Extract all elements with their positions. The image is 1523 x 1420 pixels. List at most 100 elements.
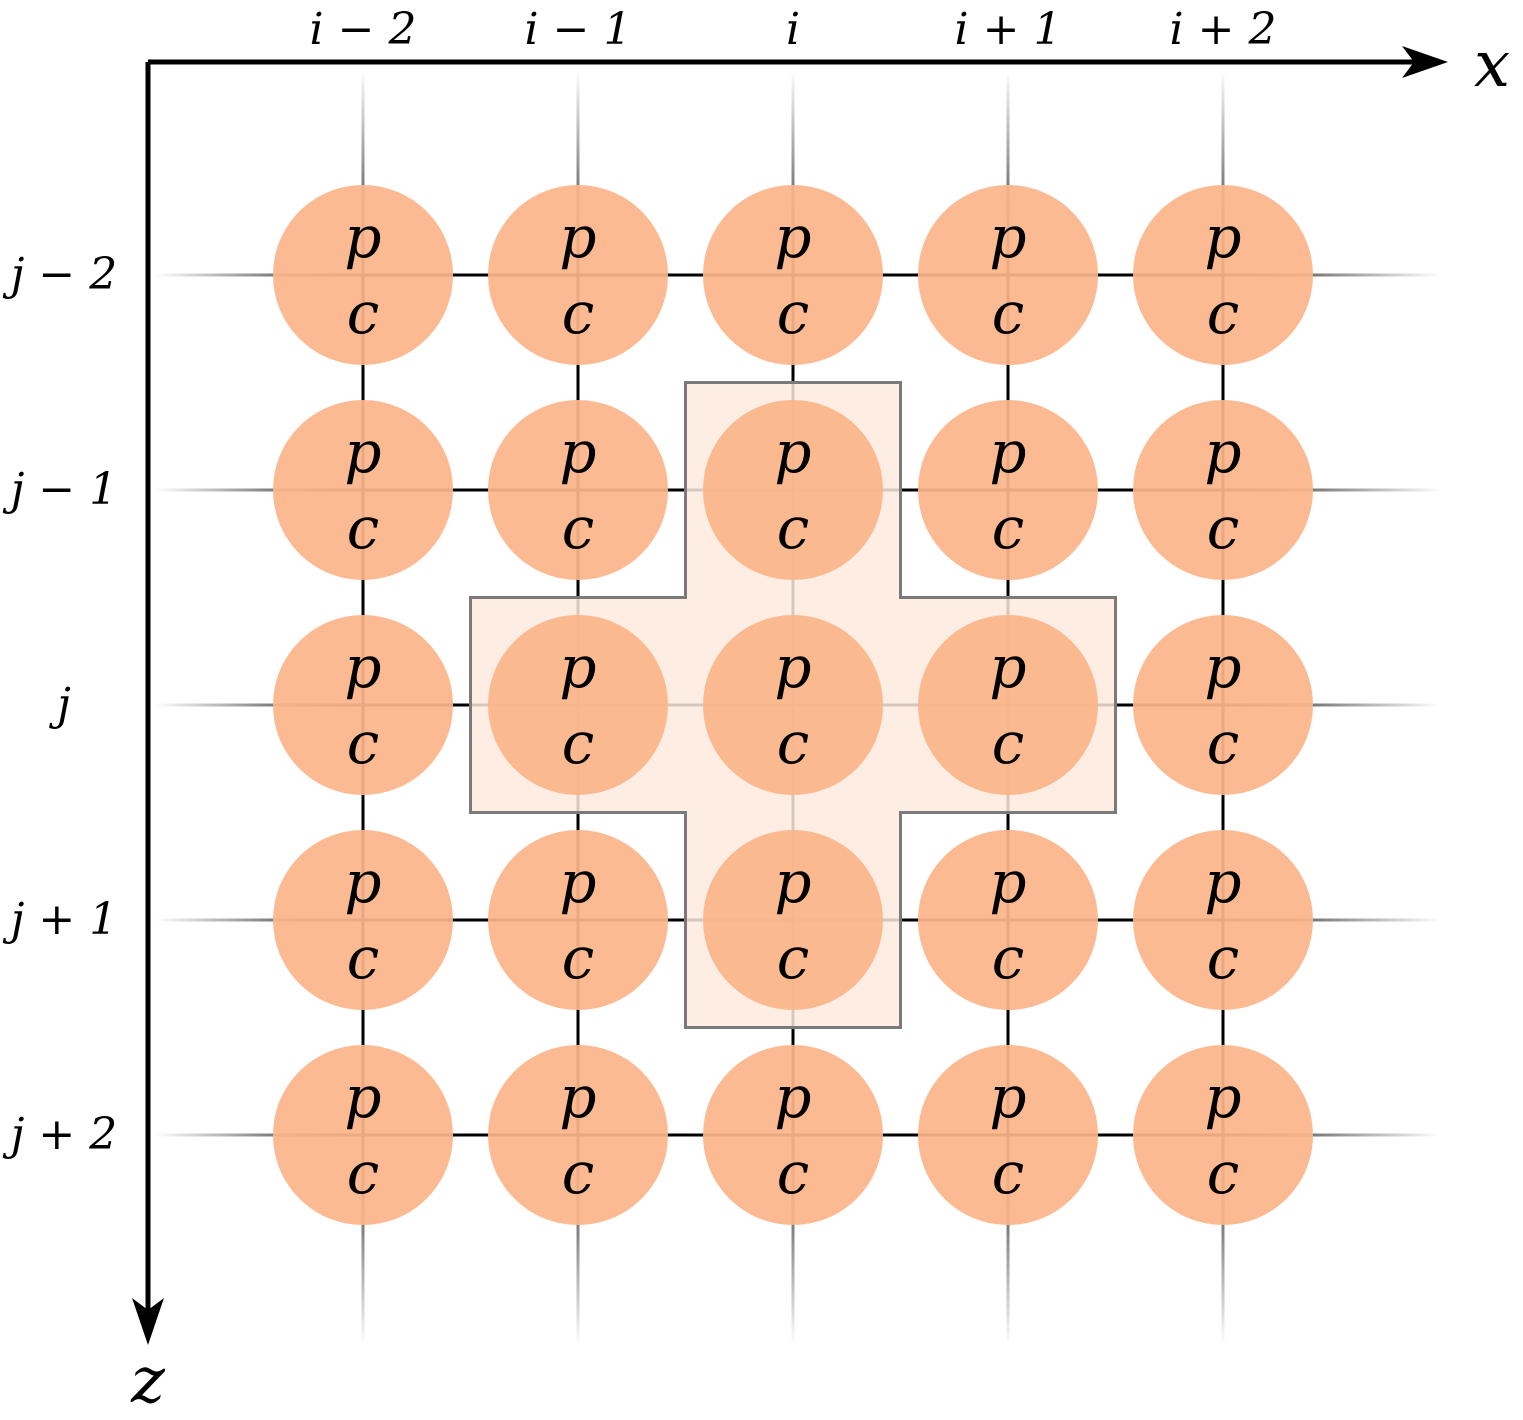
node-circle (918, 830, 1098, 1010)
grid-node: pc (1133, 185, 1313, 365)
row-index-label: j − 2 (2, 249, 117, 300)
nodes-layer: pcpcpcpcpcpcpcpcpcpcpcpcpcpcpcpcpcpcpcpc… (273, 185, 1313, 1225)
node-circle (703, 185, 883, 365)
node-pressure-symbol: p (344, 633, 381, 701)
node-pressure-symbol: p (559, 203, 596, 271)
node-circle (273, 615, 453, 795)
grid-node: pc (1133, 400, 1313, 580)
grid-node: pc (488, 615, 668, 795)
grid-line-horizontal-stub-right (1223, 273, 1440, 277)
node-pressure-symbol: p (774, 848, 811, 916)
z-axis-arrowhead (132, 1298, 164, 1345)
grid-line-vertical-stub-bottom (791, 1135, 795, 1345)
node-concentration-symbol: c (992, 709, 1024, 777)
node-circle (1133, 830, 1313, 1010)
node-concentration-symbol: c (1207, 279, 1239, 347)
node-concentration-symbol: c (992, 1139, 1024, 1207)
node-pressure-symbol: p (989, 1063, 1026, 1131)
row-index-label: j + 2 (2, 1109, 117, 1160)
node-concentration-symbol: c (562, 1139, 594, 1207)
node-circle (918, 185, 1098, 365)
grid-line-horizontal-stub-right (1223, 488, 1440, 492)
node-concentration-symbol: c (1207, 1139, 1239, 1207)
node-pressure-symbol: p (344, 1063, 381, 1131)
grid-node: pc (918, 1045, 1098, 1225)
x-axis-arrowhead (1402, 46, 1448, 78)
column-index-label: i + 1 (955, 4, 1062, 55)
column-index-label: i − 2 (310, 4, 417, 55)
grid-node: pc (273, 1045, 453, 1225)
grid-node: pc (488, 400, 668, 580)
grid-node: pc (703, 185, 883, 365)
node-concentration-symbol: c (347, 494, 379, 562)
grid-line-horizontal-stub-left (155, 703, 363, 707)
node-concentration-symbol: c (992, 924, 1024, 992)
grid-line-vertical-stub-bottom (1006, 1135, 1010, 1345)
node-concentration-symbol: c (347, 709, 379, 777)
grid-node: pc (703, 830, 883, 1010)
node-concentration-symbol: c (992, 494, 1024, 562)
node-pressure-symbol: p (989, 848, 1026, 916)
grid-line-vertical-stub-top (361, 70, 365, 275)
node-circle (273, 1045, 453, 1225)
node-concentration-symbol: c (347, 924, 379, 992)
node-concentration-symbol: c (777, 1139, 809, 1207)
node-concentration-symbol: c (562, 494, 594, 562)
node-pressure-symbol: p (1204, 848, 1241, 916)
grid-line-vertical-stub-bottom (1221, 1135, 1225, 1345)
z-axis-label: z (130, 1344, 166, 1415)
node-circle (1133, 1045, 1313, 1225)
grid-line-vertical-stub-top (791, 70, 795, 275)
axes: x z (130, 28, 1510, 1418)
grid-node: pc (703, 615, 883, 795)
grid-node: pc (918, 185, 1098, 365)
grid-node: pc (918, 400, 1098, 580)
grid-line-vertical-stub-bottom (576, 1135, 580, 1345)
node-concentration-symbol: c (347, 279, 379, 347)
grid-line-horizontal-stub-right (1223, 918, 1440, 922)
grid-line-vertical-stub-top (1221, 70, 1225, 275)
node-circle (703, 830, 883, 1010)
node-circle (703, 615, 883, 795)
node-circle (488, 830, 668, 1010)
node-circle (1133, 615, 1313, 795)
node-concentration-symbol: c (777, 279, 809, 347)
node-concentration-symbol: c (1207, 709, 1239, 777)
node-concentration-symbol: c (777, 709, 809, 777)
grid-node: pc (273, 615, 453, 795)
grid-node: pc (1133, 615, 1313, 795)
node-circle (1133, 185, 1313, 365)
grid-node: pc (273, 830, 453, 1010)
node-circle (273, 400, 453, 580)
node-circle (488, 615, 668, 795)
node-concentration-symbol: c (777, 494, 809, 562)
node-circle (488, 1045, 668, 1225)
column-index-label: i + 2 (1170, 4, 1277, 55)
node-concentration-symbol: c (1207, 924, 1239, 992)
node-pressure-symbol: p (1204, 633, 1241, 701)
node-pressure-symbol: p (774, 203, 811, 271)
node-circle (918, 615, 1098, 795)
node-concentration-symbol: c (562, 924, 594, 992)
node-concentration-symbol: c (992, 279, 1024, 347)
node-circle (273, 830, 453, 1010)
column-index-label: i − 1 (525, 4, 632, 55)
node-concentration-symbol: c (562, 279, 594, 347)
node-pressure-symbol: p (774, 418, 811, 486)
grid-node: pc (1133, 830, 1313, 1010)
node-pressure-symbol: p (344, 203, 381, 271)
node-circle (488, 185, 668, 365)
grid-line-horizontal-stub-left (155, 488, 363, 492)
node-circle (488, 400, 668, 580)
grid-node: pc (703, 400, 883, 580)
grid-node: pc (703, 1045, 883, 1225)
node-pressure-symbol: p (344, 848, 381, 916)
node-pressure-symbol: p (1204, 418, 1241, 486)
node-pressure-symbol: p (989, 633, 1026, 701)
node-pressure-symbol: p (774, 1063, 811, 1131)
node-pressure-symbol: p (989, 418, 1026, 486)
node-pressure-symbol: p (559, 418, 596, 486)
grid-node: pc (488, 1045, 668, 1225)
